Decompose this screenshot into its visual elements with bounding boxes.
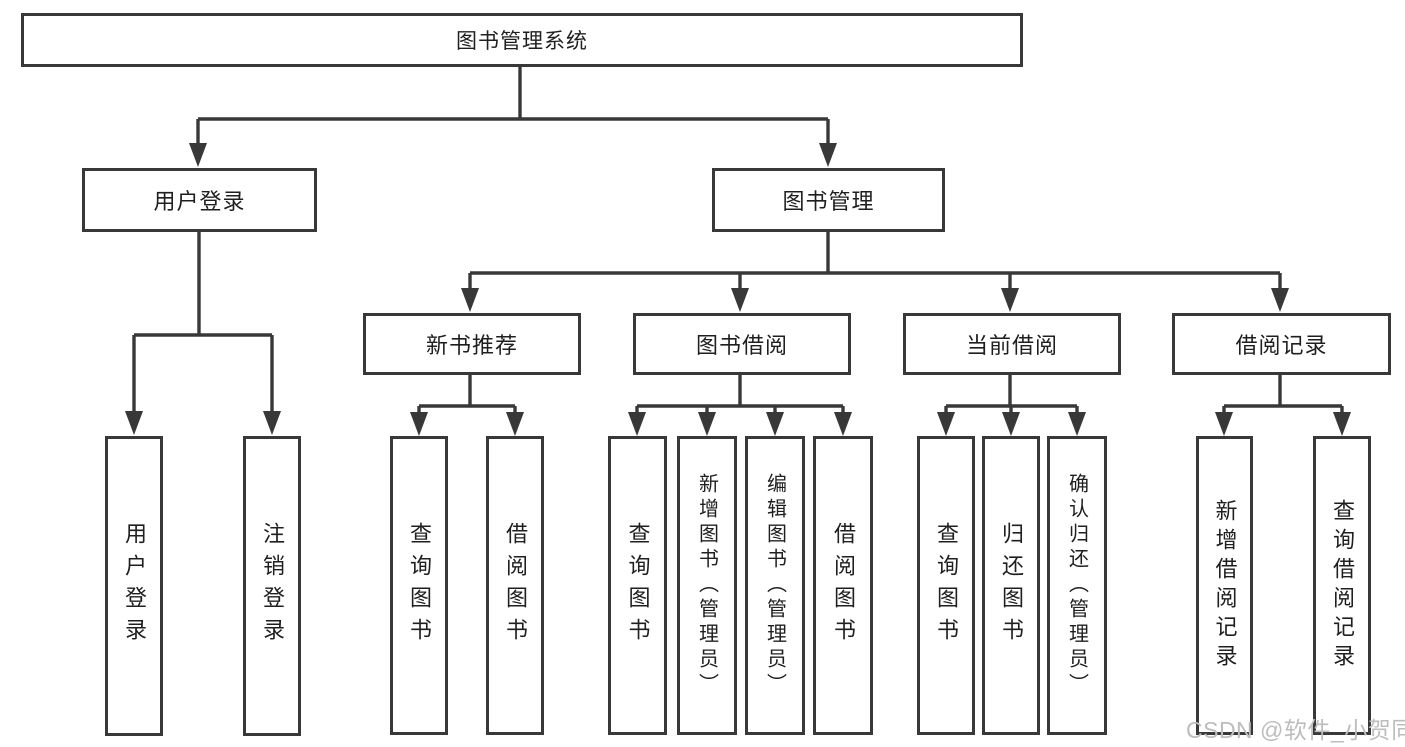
leaf-edit-books-admin: 编辑图书（管理员） bbox=[745, 436, 805, 735]
leaf-label: 借阅图书 bbox=[503, 521, 528, 650]
leaf-logout: 注销登录 bbox=[243, 436, 301, 736]
node-book-borrowing: 图书借阅 bbox=[633, 313, 851, 375]
node-book-management: 图书管理 bbox=[712, 168, 945, 232]
leaf-return-books: 归还图书 bbox=[982, 436, 1040, 735]
node-library-management-system: 图书管理系统 bbox=[21, 13, 1023, 67]
leaf-add-books-admin: 新增图书（管理员） bbox=[677, 436, 737, 735]
leaf-user-login: 用户登录 bbox=[105, 436, 163, 736]
node-label: 用户登录 bbox=[153, 189, 246, 214]
node-label: 图书借阅 bbox=[695, 333, 788, 358]
node-label: 新书推荐 bbox=[425, 333, 518, 358]
leaf-add-borrow-record: 新增借阅记录 bbox=[1196, 436, 1253, 735]
leaf-query-borrow-record: 查询借阅记录 bbox=[1313, 436, 1371, 735]
leaf-query-books-current: 查询图书 bbox=[917, 436, 975, 735]
leaf-borrow-books: 借阅图书 bbox=[813, 436, 873, 735]
node-label: 图书管理系统 bbox=[456, 30, 588, 53]
node-label: 借阅记录 bbox=[1235, 333, 1328, 358]
leaf-label: 查询借阅记录 bbox=[1330, 498, 1355, 673]
leaf-label: 新增借阅记录 bbox=[1212, 498, 1238, 673]
leaf-label: 确认归还（管理员） bbox=[1065, 473, 1088, 698]
node-label: 当前借阅 bbox=[965, 333, 1058, 358]
leaf-label: 编辑图书（管理员） bbox=[763, 473, 786, 698]
leaf-query-books-recommend: 查询图书 bbox=[390, 436, 448, 735]
node-borrowing-records: 借阅记录 bbox=[1172, 313, 1391, 375]
leaf-query-books-borrow: 查询图书 bbox=[608, 436, 667, 735]
leaf-label: 查询图书 bbox=[934, 521, 959, 650]
leaf-label: 注销登录 bbox=[260, 522, 285, 650]
leaf-borrow-books-recommend: 借阅图书 bbox=[486, 436, 544, 735]
node-label: 图书管理 bbox=[782, 189, 875, 214]
leaf-confirm-return-admin: 确认归还（管理员） bbox=[1047, 436, 1107, 735]
leaf-label: 查询图书 bbox=[625, 521, 651, 650]
leaf-label: 归还图书 bbox=[999, 521, 1024, 650]
node-user-login: 用户登录 bbox=[82, 168, 317, 232]
leaf-label: 查询图书 bbox=[407, 521, 432, 650]
node-current-borrowing: 当前借阅 bbox=[903, 313, 1121, 375]
leaf-label: 借阅图书 bbox=[831, 521, 856, 650]
leaf-label: 新增图书（管理员） bbox=[695, 473, 718, 698]
node-new-book-recommendation: 新书推荐 bbox=[363, 313, 581, 375]
watermark: CSDN @软件_小贺同学 bbox=[1186, 717, 1405, 743]
leaf-label: 用户登录 bbox=[122, 522, 147, 650]
